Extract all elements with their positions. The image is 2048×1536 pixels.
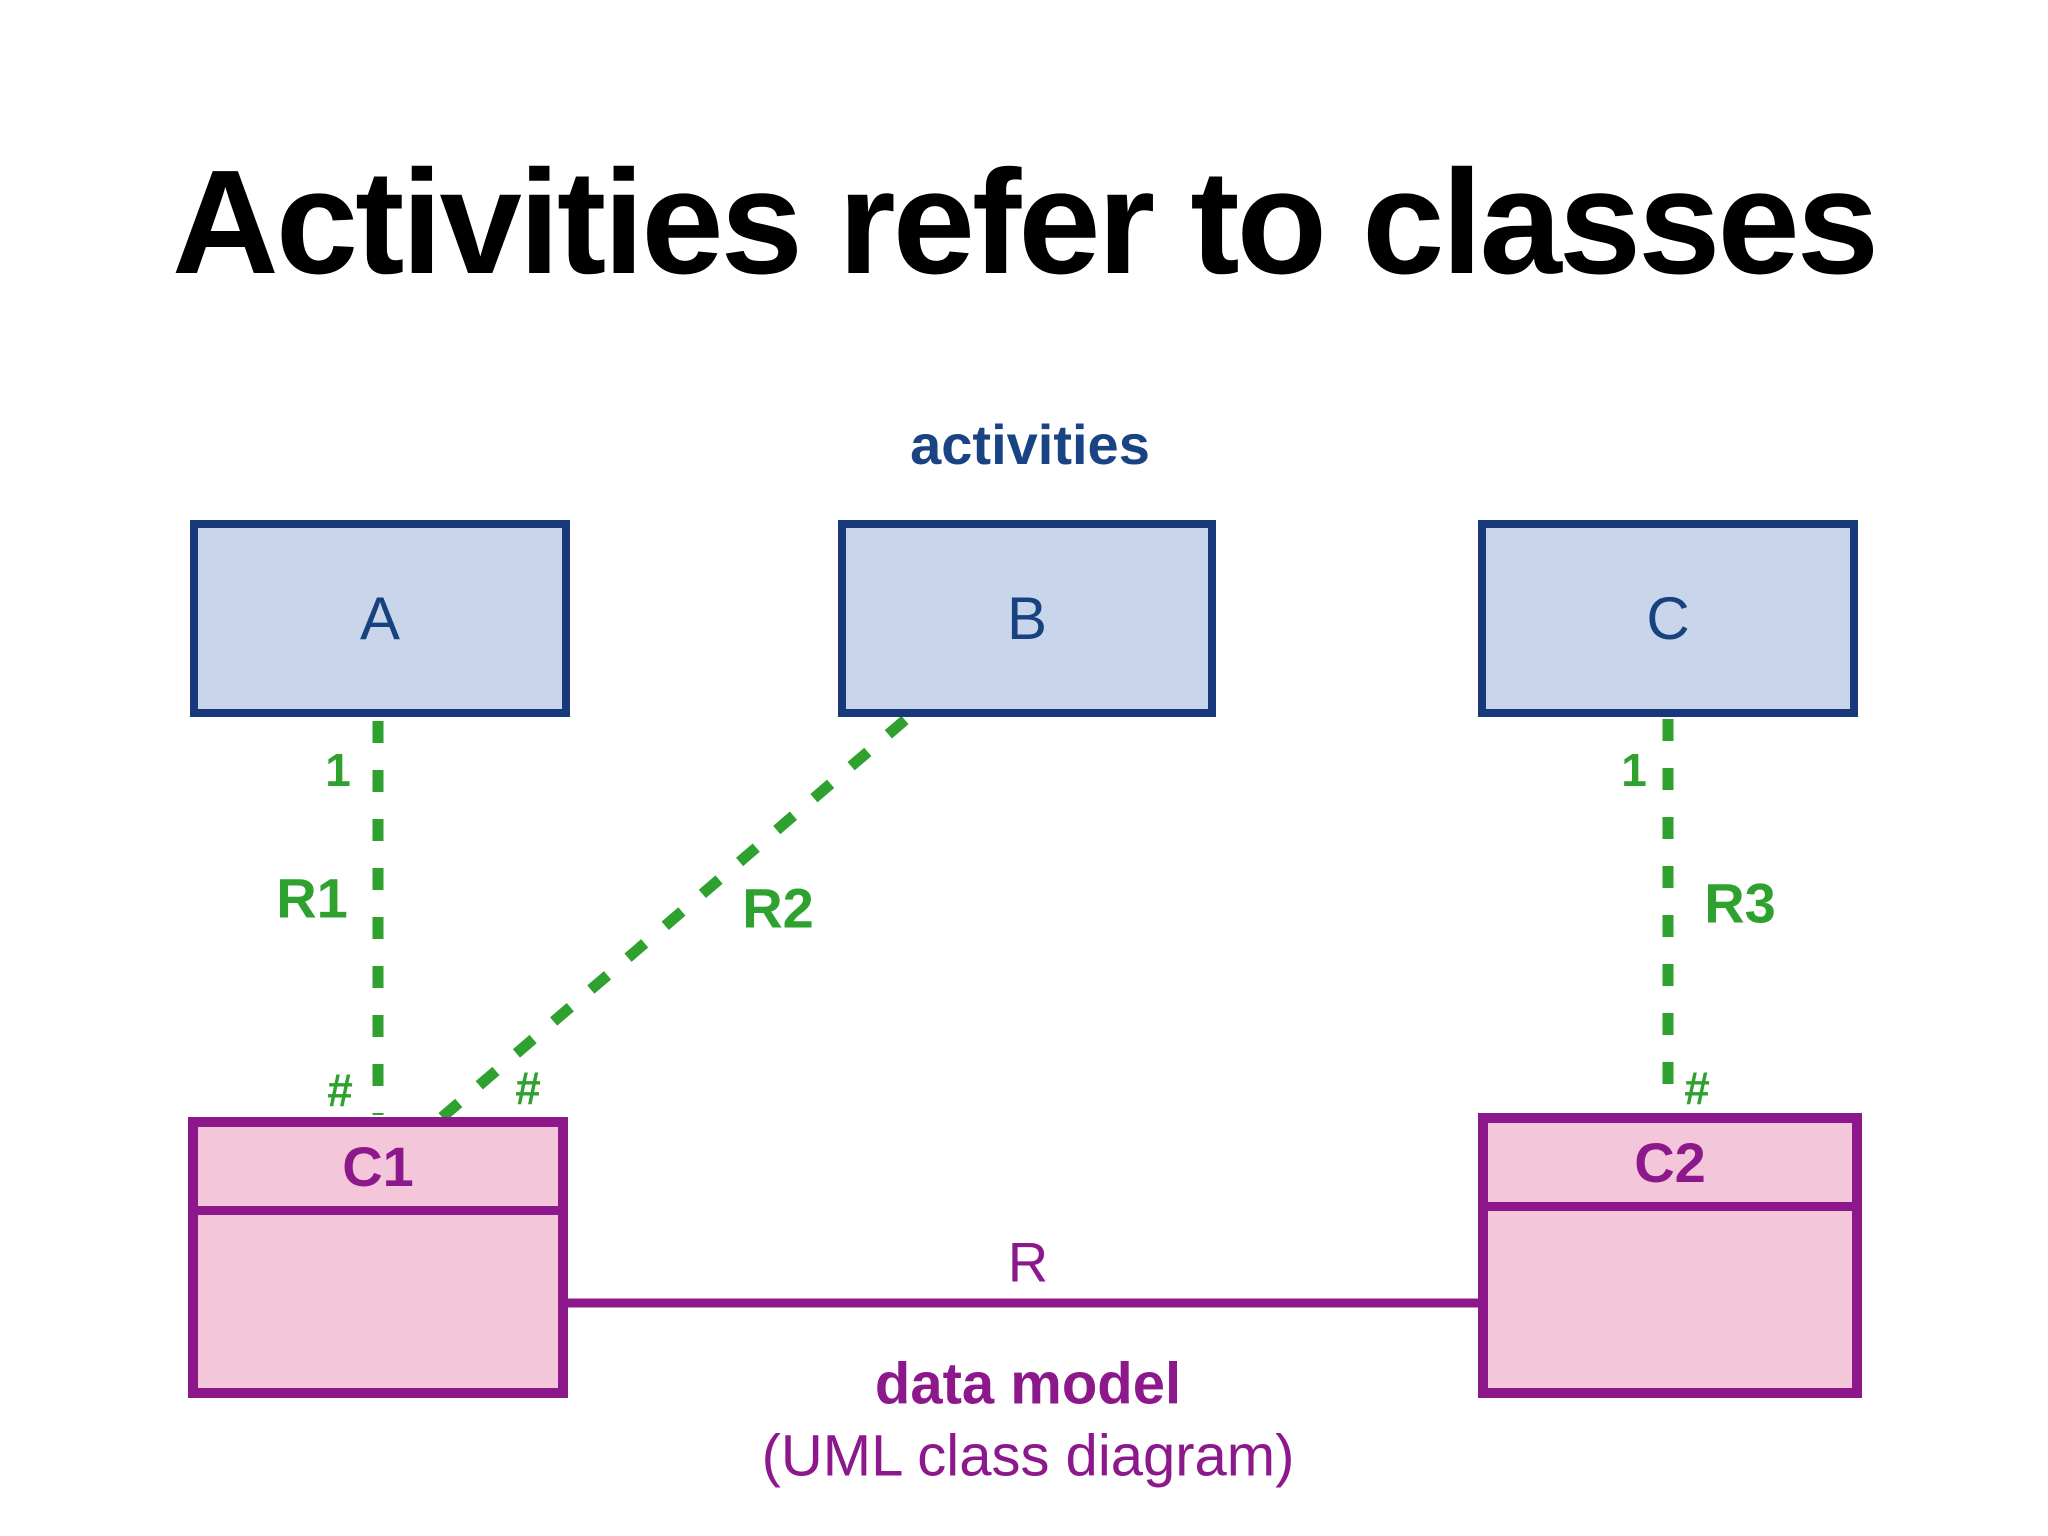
r1-multiplicity-hash: # bbox=[327, 1064, 353, 1116]
class-label-c2: C2 bbox=[1634, 1131, 1706, 1194]
r3-relation-label: R3 bbox=[1704, 871, 1776, 935]
r2-connector-dashed-line bbox=[436, 715, 909, 1124]
r-relation-label: R bbox=[1007, 1230, 1049, 1294]
class-box-c2: C2 bbox=[1478, 1113, 1862, 1398]
r1-relation-label: R1 bbox=[276, 866, 348, 930]
caption-data-model: data model bbox=[874, 1351, 1182, 1417]
r2-relation-label: R2 bbox=[742, 876, 814, 940]
activity-box-b: B bbox=[838, 520, 1216, 717]
activities-group-label: activities bbox=[910, 413, 1150, 476]
class-c2-name-compartment: C2 bbox=[1488, 1123, 1852, 1211]
activity-box-c: C bbox=[1478, 520, 1858, 717]
r3-multiplicity-one: 1 bbox=[1621, 744, 1647, 796]
activity-label-c: C bbox=[1646, 585, 1690, 652]
activity-label-a: A bbox=[359, 585, 401, 652]
r1-multiplicity-one: 1 bbox=[325, 744, 351, 796]
class-label-c1: C1 bbox=[342, 1135, 414, 1198]
caption-uml-class-diagram: (UML class diagram) bbox=[761, 1423, 1295, 1489]
page-title: Activities refer to classes bbox=[171, 140, 1879, 305]
class-box-c1: C1 bbox=[188, 1117, 568, 1398]
activity-label-b: B bbox=[1006, 585, 1048, 652]
activity-box-a: A bbox=[190, 520, 570, 717]
class-c1-name-compartment: C1 bbox=[198, 1127, 558, 1215]
r2-multiplicity-hash: # bbox=[515, 1062, 541, 1114]
r3-multiplicity-hash: # bbox=[1684, 1062, 1710, 1114]
